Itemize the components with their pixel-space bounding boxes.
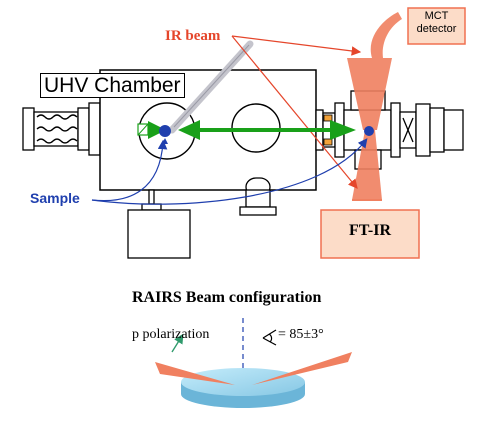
ir-window-markers (323, 114, 333, 146)
ir-beam-label: IR beam (165, 28, 221, 44)
ftir-label: FT-IR (348, 222, 392, 239)
mct-detector-label-line2: detector (416, 23, 457, 35)
ir-beam-path (347, 12, 402, 200)
left-bellows (22, 102, 101, 156)
angle-icon (262, 329, 277, 346)
rairs-title: RAIRS Beam configuration (132, 289, 322, 306)
mct-detector-label-line1: MCT (424, 10, 449, 22)
sample-pointers (91, 138, 368, 205)
manipulator-rod (168, 40, 254, 134)
mct-detector-box (407, 7, 466, 45)
angle-label: = 85±3° (278, 327, 324, 342)
bottom-ports (127, 177, 277, 259)
p-polarization-label: p polarization (132, 327, 210, 342)
ftir-box (320, 199, 420, 259)
mct-detector-label: MCT detector (409, 10, 464, 36)
ir-beam-pointers (231, 35, 362, 189)
uhv-chamber-label: UHV Chamber (40, 73, 185, 98)
sample-label: Sample (30, 190, 80, 206)
green-beam-arrow (137, 120, 356, 140)
rairs-diagram (155, 318, 352, 408)
